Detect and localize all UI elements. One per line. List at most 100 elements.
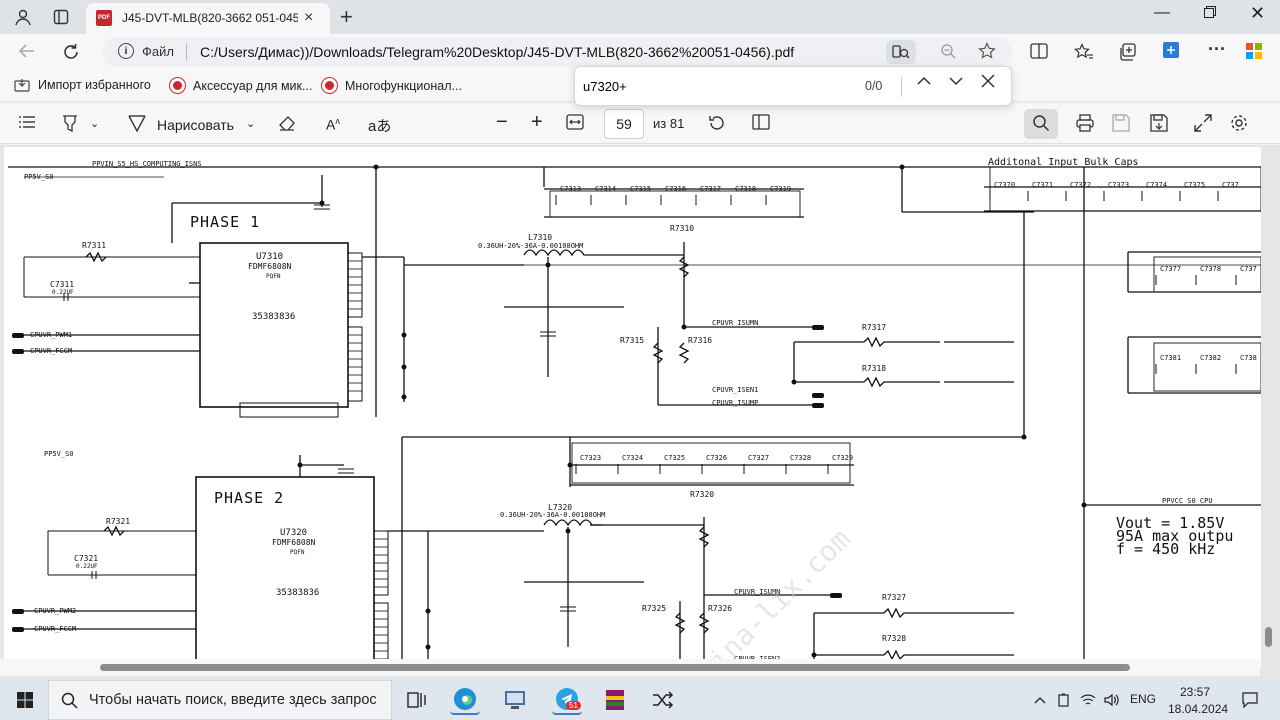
ref-label: R7310 (670, 224, 694, 233)
site-logo-icon (322, 78, 337, 93)
close-window-icon[interactable]: ✕ (1250, 3, 1266, 23)
frequency-label: f = 450 kHz (1116, 540, 1215, 558)
capacitor-label: C7328 (790, 454, 811, 462)
clock-date[interactable]: 18.04.2024 (1168, 702, 1229, 716)
address-bar[interactable]: i Файл C:/Users/Димас))/Downloads/Telegr… (102, 37, 1012, 67)
notifications-icon[interactable] (1238, 685, 1262, 715)
restore-icon[interactable] (1204, 6, 1216, 18)
find-separator (901, 77, 902, 97)
wifi-icon[interactable] (1078, 685, 1098, 715)
search-button[interactable] (1024, 109, 1058, 139)
pdf-icon: PDF (96, 10, 112, 26)
zoom-in-button[interactable]: + (531, 111, 543, 133)
task-view-icon[interactable] (402, 685, 432, 715)
print-icon[interactable] (1076, 114, 1094, 132)
favorite-accessory[interactable]: Аксессуар для мик... (170, 78, 312, 93)
find-close-icon[interactable] (981, 74, 995, 88)
navigation-bar: i Файл C:/Users/Димас))/Downloads/Telegr… (0, 34, 1280, 70)
save-icon[interactable] (1112, 114, 1130, 132)
pp5v-label: PP5V_S0 (44, 450, 74, 458)
fit-page-icon[interactable] (566, 114, 584, 130)
favorites-icon[interactable] (1074, 43, 1094, 61)
profile-icon[interactable] (10, 5, 36, 29)
zoom-out-icon[interactable] (940, 43, 956, 59)
collections-icon[interactable] (1118, 43, 1136, 61)
pdf-viewport[interactable]: PP5V_S0 PP5V_S0 PPVIN_S5_HS_COMPUTING_IS… (0, 145, 1280, 680)
page-view-icon[interactable] (752, 114, 770, 130)
back-icon[interactable] (18, 43, 36, 59)
rotate-icon[interactable] (708, 114, 726, 132)
vout-label: Vout = 1.85V (1116, 514, 1224, 532)
split-screen-icon[interactable] (1030, 43, 1048, 59)
capacitor-label: C7327 (748, 454, 769, 462)
remote-desktop-icon[interactable] (500, 685, 530, 715)
immersive-reader-icon[interactable] (886, 40, 916, 64)
refresh-icon[interactable] (62, 43, 80, 61)
language-indicator[interactable]: ENG (1130, 692, 1157, 706)
office-icon[interactable] (1244, 41, 1264, 61)
start-windows-icon[interactable] (10, 685, 40, 715)
settings-gear-icon[interactable] (1230, 114, 1248, 132)
translate-icon[interactable]: aあ (368, 118, 392, 135)
address-url[interactable]: C:/Users/Димас))/Downloads/Telegram%20De… (200, 44, 795, 60)
phase2-title: PHASE 2 (214, 489, 284, 507)
more-icon[interactable]: ··· (1208, 39, 1226, 59)
fullscreen-icon[interactable] (1194, 114, 1212, 132)
contents-icon[interactable] (18, 114, 36, 130)
ref-label: R7328 (882, 634, 906, 643)
zoom-out-button[interactable]: − (496, 111, 508, 133)
battery-icon[interactable] (1054, 685, 1074, 715)
tray-chevron-up-icon[interactable] (1030, 685, 1050, 715)
net-label: CPUVR_FCCM (30, 347, 72, 355)
workspaces-icon[interactable] (48, 5, 74, 29)
find-next-icon[interactable] (949, 76, 963, 86)
capacitor-label: C7323 (580, 454, 601, 462)
extensions-icon[interactable] (1162, 41, 1180, 59)
chevron-down-icon[interactable]: ⌄ (90, 118, 100, 130)
telegram-app-icon[interactable]: 51 (552, 685, 582, 715)
new-tab-button[interactable]: + (340, 4, 353, 29)
bulk-caps-title: Additonal Input Bulk Caps (988, 157, 1139, 168)
chip-part: FDMF6808N (248, 262, 292, 271)
search-icon[interactable] (1032, 114, 1050, 132)
info-icon[interactable]: i (118, 43, 134, 59)
shuffle-app-icon[interactable] (648, 685, 678, 715)
favorite-multifunction[interactable]: Многофункционал... (322, 78, 462, 93)
draw-button[interactable]: Нарисовать (157, 117, 234, 133)
vertical-scrollbar-thumb[interactable] (1265, 627, 1272, 647)
tab-title: J45-DVT-MLB(820-3662 051-045 (122, 11, 298, 25)
page-number-input[interactable]: 59 (604, 109, 644, 139)
capacitor-label: C7319 (770, 185, 791, 193)
capacitor-label: C7314 (595, 185, 616, 193)
eraser-icon[interactable] (278, 114, 296, 132)
close-tab-icon[interactable]: × (304, 9, 314, 26)
save-as-icon[interactable] (1150, 114, 1168, 132)
taskbar-search[interactable]: Чтобы начать поиск, введите здесь запрос (48, 680, 392, 720)
tab-pdf-document[interactable]: PDF J45-DVT-MLB(820-3662 051-045 × (86, 3, 330, 34)
clock-time[interactable]: 23:57 (1180, 685, 1211, 699)
winrar-app-icon[interactable] (600, 685, 630, 715)
favorite-import[interactable]: Импорт избранного (14, 78, 151, 92)
favorite-star-icon[interactable] (978, 42, 996, 60)
find-input[interactable] (583, 75, 853, 97)
draw-icon[interactable] (128, 114, 146, 132)
chevron-down-icon[interactable]: ⌄ (246, 118, 256, 130)
ref-label: C7321 (74, 554, 98, 563)
volume-icon[interactable] (1102, 685, 1122, 715)
minimize-icon[interactable]: — (1154, 4, 1170, 21)
chip-number: 35383836 (252, 312, 295, 322)
net-label: CPUVR_FCCM (34, 625, 76, 633)
capacitor-label: C7317 (700, 185, 721, 193)
find-previous-icon[interactable] (917, 76, 931, 86)
schematic-page: PP5V_S0 PP5V_S0 PPVIN_S5_HS_COMPUTING_IS… (4, 147, 1261, 667)
capacitor-label: C7325 (664, 454, 685, 462)
horizontal-scrollbar[interactable] (0, 659, 1260, 676)
horizontal-scrollbar-thumb[interactable] (100, 664, 1130, 671)
edge-app-icon[interactable] (450, 685, 480, 715)
highlight-icon[interactable] (62, 114, 78, 132)
address-separator (186, 43, 187, 61)
capacitor-label: C737 (1222, 181, 1239, 189)
chip-package: PQFN (290, 549, 305, 556)
read-aloud-icon[interactable]: Aʌ (326, 116, 340, 133)
capacitor-label: C7381 (1160, 354, 1181, 362)
